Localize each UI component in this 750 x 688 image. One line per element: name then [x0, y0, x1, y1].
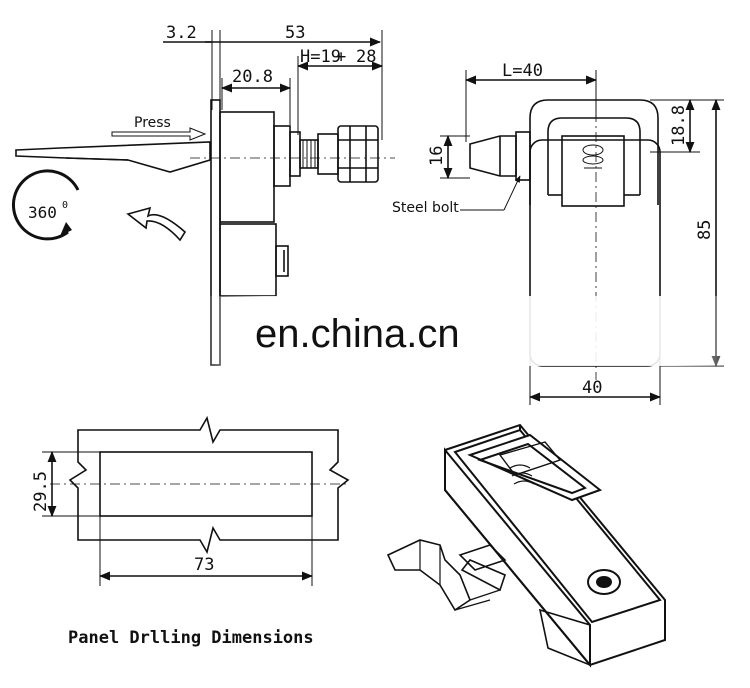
dim-28: 28: [356, 47, 376, 67]
dim-plus: +: [336, 47, 346, 67]
dim-body-depth: 20.8: [232, 67, 273, 87]
isometric-view: [386, 423, 666, 668]
dim-h: H=19: [300, 47, 341, 67]
steel-bolt-label: Steel bolt: [392, 200, 459, 216]
press-label: Press: [134, 115, 171, 131]
watermark: en.china.cn: [255, 312, 460, 356]
drilling-view: [42, 415, 350, 586]
drill-dim-height: 29.5: [31, 471, 51, 512]
dim-l: L=40: [502, 61, 543, 81]
drill-dim-width: 73: [194, 555, 214, 575]
dim-thickness: 3.2: [166, 23, 197, 43]
rotation-unit: 0: [62, 200, 68, 211]
dim-width: 40: [582, 378, 602, 398]
rotation-arrow-icon: [11, 169, 80, 241]
drilling-caption: Panel Drlling Dimensions: [68, 628, 314, 648]
watermark-band: [200, 296, 740, 366]
dim-top: 18.8: [669, 105, 689, 146]
dim-total-depth: 53: [285, 23, 305, 43]
rotation-symbol: [11, 169, 80, 241]
dim-height: 85: [695, 220, 715, 240]
curved-arrow-icon: [126, 206, 187, 242]
rotation-label: 360: [28, 203, 57, 222]
dim-bolt: 16: [427, 146, 447, 166]
